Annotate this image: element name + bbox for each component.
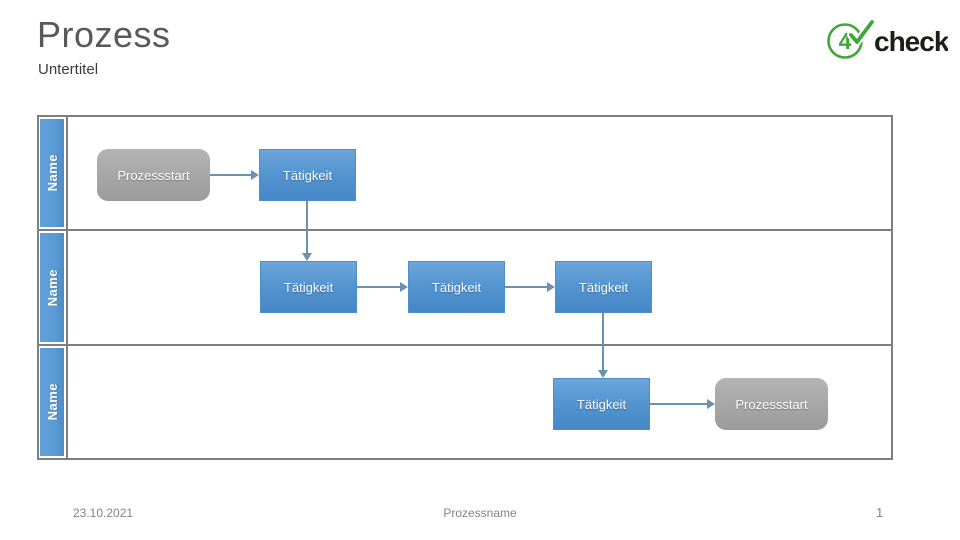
lane-1-label-cell: Name xyxy=(39,117,68,230)
footer-date: 23.10.2021 xyxy=(73,506,134,520)
arrow-task5-to-end1 xyxy=(650,399,715,409)
page-title: Prozess xyxy=(37,14,171,55)
checkmark-icon xyxy=(849,20,874,44)
arrow-task4-to-task5 xyxy=(598,313,608,378)
swimlane-row-1: Name xyxy=(39,117,891,232)
process-start-node: Prozessstart xyxy=(97,149,210,201)
lane-3-label-cell: Name xyxy=(39,345,68,458)
4check-logo-icon: 4 check xyxy=(827,18,948,59)
lane-2-label-bar: Name xyxy=(40,233,64,342)
arrow-task3-to-task4 xyxy=(503,282,555,292)
task-node-4: Tätigkeit xyxy=(555,261,652,313)
arrow-task2-to-task3 xyxy=(357,282,408,292)
arrow-task1-to-task2 xyxy=(302,200,312,261)
process-end-node: Prozessstart xyxy=(715,378,828,430)
task-node-5: Tätigkeit xyxy=(553,378,650,430)
footer-process-name: Prozessname xyxy=(443,506,517,520)
lane-3-label: Name xyxy=(44,383,60,421)
page-subtitle: Untertitel xyxy=(38,61,99,78)
task-node-1: Tätigkeit xyxy=(259,149,356,201)
lane-1-label-bar: Name xyxy=(40,119,64,228)
task-node-2: Tätigkeit xyxy=(260,261,357,313)
lane-3-label-bar: Name xyxy=(40,347,64,456)
lane-1-label: Name xyxy=(44,154,60,192)
logo-text: check xyxy=(874,26,948,57)
footer-page-number: 1 xyxy=(876,505,884,520)
task-node-3: Tätigkeit xyxy=(408,261,505,313)
lane-2-label: Name xyxy=(44,268,60,307)
swimlane-row-3: Name xyxy=(39,345,891,458)
swimlane-row-2: Name xyxy=(39,231,891,346)
arrow-start1-to-task1 xyxy=(210,170,259,180)
lane-2-label-cell: Name xyxy=(39,231,68,344)
